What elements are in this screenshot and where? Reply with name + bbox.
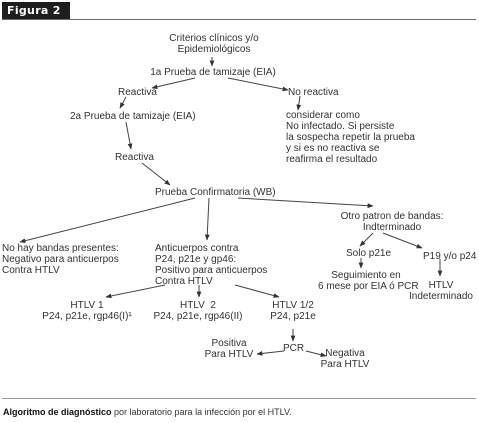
node-htlv1: HTLV 1 P24, p21e, rgp46(I)¹: [42, 300, 132, 322]
bottom-rule: [2, 398, 476, 399]
node-no-reactiva: No reactiva: [288, 87, 339, 98]
edge-prueba1-noreactiva: [227, 77, 289, 92]
node-solo-p21e: Solo p21e: [346, 248, 392, 259]
node-anticuerpos: Anticuerpos contra P24, p21e y gp46: Pos…: [155, 243, 268, 287]
caption-text: por laboratorio para la infección por el…: [111, 407, 292, 417]
node-prueba-tamizaje-2: 2a Prueba de tamizaje (EIA): [70, 111, 196, 122]
node-positiva: Positiva Para HTLV: [204, 338, 254, 360]
edge-wb-nobandas: [19, 197, 196, 244]
edge-noreactiva-considerar: [296, 95, 302, 111]
node-no-bandas: No hay bandas presentes: Negativo para a…: [2, 243, 119, 276]
node-prueba-tamizaje-1: 1a Prueba de tamizaje (EIA): [150, 67, 276, 78]
edge-reactiva-prueba2: [119, 96, 127, 109]
edge-pcr-positiva: [256, 350, 285, 356]
figure-label: Figura 2: [2, 2, 70, 19]
edge-otro-solo: [359, 232, 374, 247]
edge-anticuerpos-htlv12: [234, 284, 280, 298]
node-negativa: Negativa Para HTLV: [320, 348, 370, 370]
caption-bold: Algoritmo de diagnóstico: [3, 407, 112, 417]
edge-wb-anticuerpos: [204, 197, 210, 241]
node-htlv12: HTLV 1/2 P24, p21e: [270, 300, 316, 322]
node-htlv2: HTLV 2 P24, p21e, rgp46(II): [153, 300, 243, 322]
top-rule: [2, 19, 476, 20]
edge-otro-p19: [382, 232, 423, 249]
edge-pcr-negativa: [305, 350, 327, 358]
node-otro-patron: Otro patron de bandas: Indterminado: [340, 211, 444, 233]
node-p19-p24: P19 y/o p24: [423, 251, 477, 262]
node-criterios: Criterios clínicos y/o Epidemiológicos: [169, 33, 259, 55]
node-pcr: PCR: [283, 343, 305, 354]
edge-prueba1-reactiva: [151, 77, 196, 90]
edge-prueba2-reactiva: [125, 121, 133, 150]
node-considerar: considerar como No infectado. Si persist…: [286, 110, 415, 165]
edge-anticuerpos-htlv1: [105, 284, 166, 299]
node-reactiva-1: Reactiva: [118, 87, 157, 98]
node-prueba-confirmatoria: Prueba Confirmatoria (WB): [155, 187, 276, 198]
node-seguimiento: Seguimiento en 6 mese por EIA ó PCR: [318, 270, 419, 292]
node-htlv-indeterminado: HTLV Indeterminado: [409, 280, 473, 302]
node-reactiva-2: Reactiva: [115, 152, 154, 163]
edge-wb-otro: [237, 197, 374, 209]
figure-caption: Algoritmo de diagnóstico por laboratorio…: [3, 407, 292, 418]
edge-reactiva-wb: [141, 162, 171, 186]
